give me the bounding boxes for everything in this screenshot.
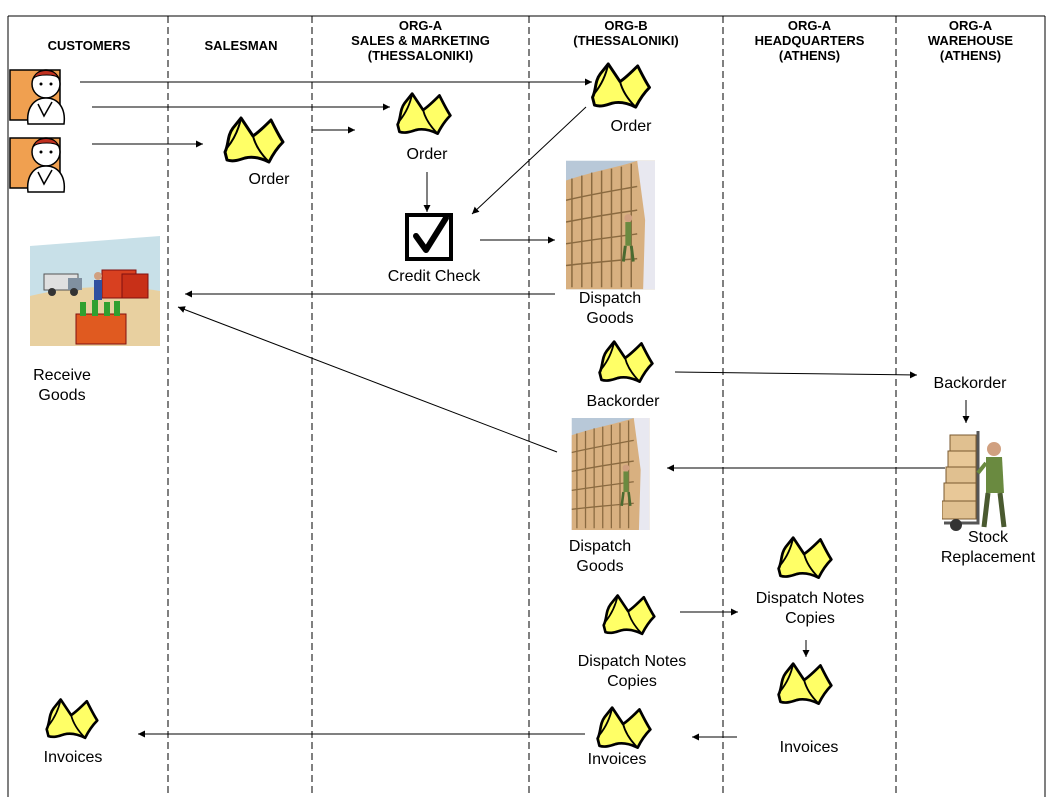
label-dispatch-goods-1: Dispatch Goods (578, 290, 642, 327)
folded-document-icon (591, 62, 651, 109)
label-order-salesman: Order (248, 171, 290, 188)
folded-document-icon (596, 706, 652, 750)
hand-truck-worker-icon (942, 431, 1004, 531)
lane-header-org-a-warehouse: ORG-A WAREHOUSE (ATHENS) (927, 18, 1014, 63)
delivery-truck-goods-icon (30, 236, 160, 346)
label-order-org-b: Order (610, 118, 652, 135)
label-invoices-customers: Invoices (43, 749, 103, 766)
label-invoices-hq: Invoices (779, 739, 839, 756)
checked-box-icon (407, 215, 451, 259)
label-dispatch-notes-hq: Dispatch Notes Copies (755, 590, 865, 627)
lane-header-org-a-headquarters: ORG-A HEADQUARTERS (ATHENS) (754, 18, 865, 63)
label-stock-replacement: Stock Replacement (940, 529, 1036, 566)
lane-header-customers: CUSTOMERS (47, 38, 131, 53)
folded-document-icon (45, 698, 99, 740)
outer-border (7, 15, 1046, 797)
label-dispatch-goods-2: Dispatch Goods (568, 538, 632, 575)
lane-header-org-a-sales-marketing: ORG-A SALES & MARKETING (THESSALONIKI) (351, 18, 490, 63)
flow-arrows (80, 78, 970, 741)
arrow-backorder-to-warehouse (674, 371, 918, 379)
label-invoices-org-b: Invoices (587, 751, 647, 768)
folded-document-icon (223, 116, 285, 164)
warehouse-shelves-icon (570, 418, 651, 530)
arrow-orgb-order-to-credit-check (471, 106, 587, 215)
lane-header-org-b: ORG-B (THESSALONIKI) (573, 18, 679, 48)
label-order-sales-marketing: Order (406, 146, 448, 163)
folded-document-icon (777, 536, 833, 580)
warehouse-shelves-icon (566, 160, 655, 290)
customer-person-icon (9, 137, 66, 193)
folded-document-icon (777, 662, 833, 706)
label-dispatch-notes-org-b: Dispatch Notes Copies (577, 653, 687, 690)
label-credit-check: Credit Check (387, 268, 481, 285)
folded-document-icon (602, 594, 656, 636)
lane-header-salesman: SALESMAN (204, 38, 278, 53)
label-backorder-org-b: Backorder (586, 393, 660, 410)
arrow-dispatch2-to-receive (177, 306, 558, 453)
lane-separators (167, 16, 897, 797)
folded-document-icon (598, 340, 654, 384)
customer-person-icon (9, 69, 66, 125)
folded-document-icon (396, 92, 452, 136)
label-receive-goods: Receive Goods (33, 367, 91, 404)
label-backorder-warehouse: Backorder (933, 375, 1007, 392)
